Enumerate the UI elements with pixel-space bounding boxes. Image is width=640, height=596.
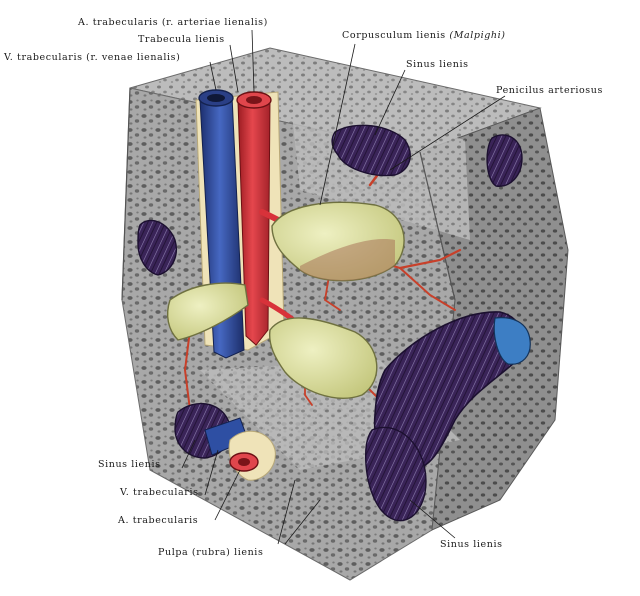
sinus-top <box>331 124 411 177</box>
corpusculum-lower <box>268 317 378 399</box>
sinus-left-edge <box>137 219 177 276</box>
label-sinus-lienis-bottom: Sinus lienis <box>440 539 503 550</box>
sinus-bottom-right <box>364 426 427 522</box>
label-a-trabecularis-top: A. trabecularis (r. arteriae lienalis) <box>78 17 268 28</box>
label-v-trabecularis-bottom: V. trabecularis <box>120 487 199 498</box>
label-penicilus-arteriosus: Penicilus arteriosus <box>496 85 603 96</box>
leader-lines <box>181 29 506 545</box>
label-sinus-lienis-top: Sinus lienis <box>406 59 469 70</box>
sinus-right-edge <box>486 134 523 187</box>
label-v-trabecularis-top: V. trabecularis (r. venae lienalis) <box>4 52 181 63</box>
label-malpighi: (Malpighi) <box>449 30 506 41</box>
label-a-trabecularis-bottom: A. trabecularis <box>118 515 199 526</box>
corpusculum-left <box>166 282 249 341</box>
label-sinus-lienis-left: Sinus lienis <box>98 459 161 470</box>
label-trabecula-lienis: Trabecula lienis <box>138 34 225 45</box>
label-pulpa-rubra-lienis: Pulpa (rubra) lienis <box>158 547 264 558</box>
label-corpusculum-lienis: Corpusculum lienis (Malpighi) <box>342 30 506 41</box>
sinus-large-right <box>373 311 525 471</box>
